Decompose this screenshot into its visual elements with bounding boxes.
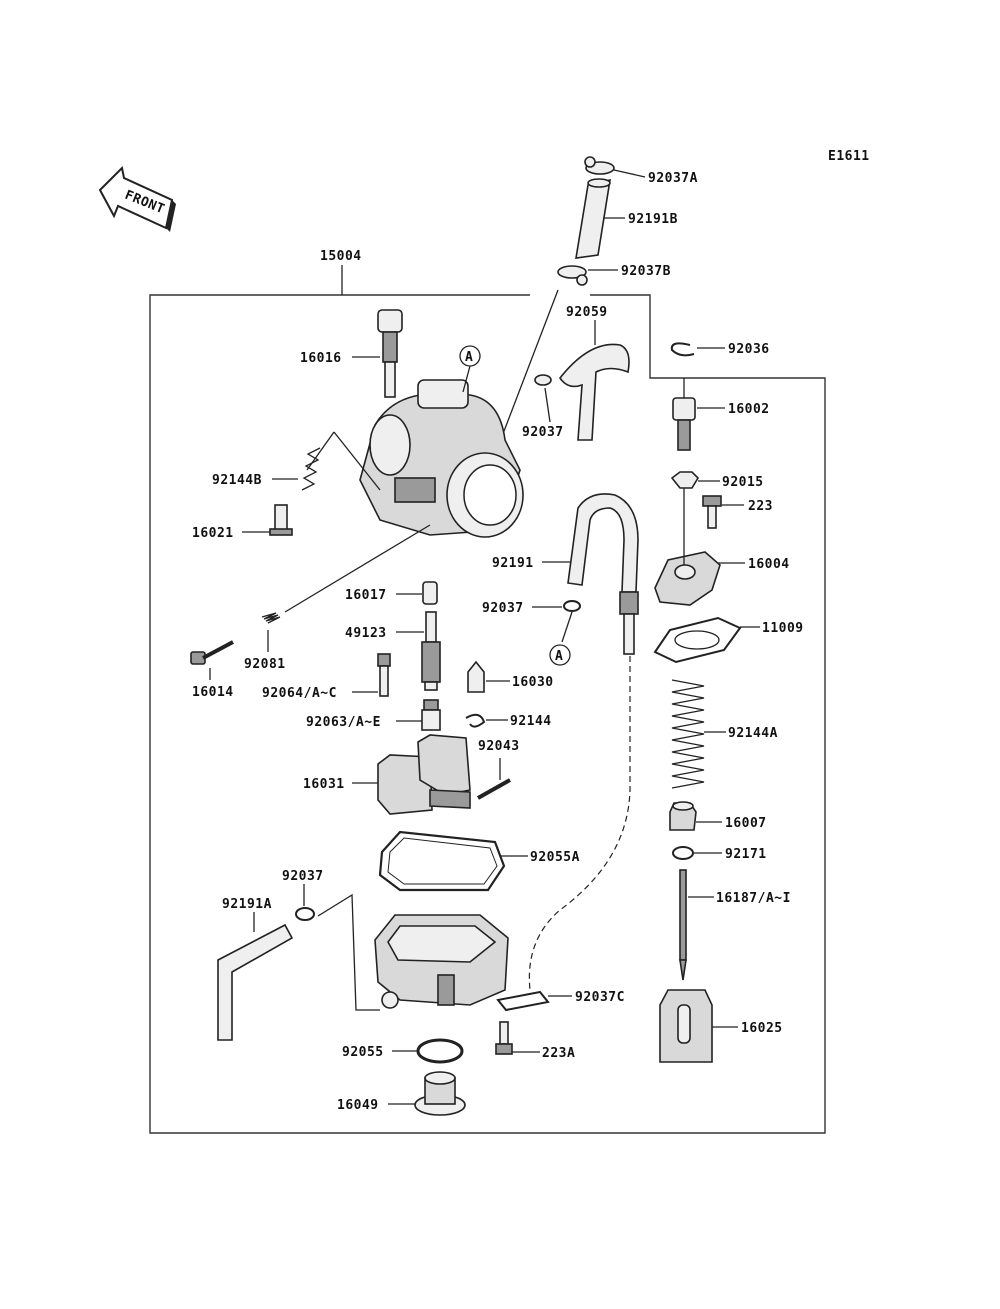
label-92055: 92055 <box>342 1045 384 1060</box>
needle-16187 <box>679 869 687 981</box>
clip-92037-low <box>295 907 315 921</box>
clip-92036 <box>670 342 695 357</box>
label-16025: 16025 <box>741 1021 783 1036</box>
nut-92015 <box>670 471 700 489</box>
label-223: 223 <box>748 499 773 514</box>
atomizer-49123 <box>421 611 441 691</box>
label-92081: 92081 <box>244 657 286 672</box>
label-92037-top: 92037 <box>522 425 564 440</box>
clip-92037A <box>584 156 615 175</box>
tube-92191B <box>575 178 611 259</box>
label-92171: 92171 <box>725 847 767 862</box>
label-16014: 16014 <box>192 685 234 700</box>
callout-a-bottom: A <box>549 644 571 666</box>
leader-spring <box>333 431 381 491</box>
assembly-frame <box>149 265 826 1134</box>
front-arrow-icon: FRONT <box>98 165 176 232</box>
plug-16049 <box>414 1071 466 1116</box>
assembly-number: 15004 <box>320 249 362 264</box>
label-49123: 49123 <box>345 626 387 641</box>
label-92191A: 92191A <box>222 897 272 912</box>
label-92037-low: 92037 <box>282 869 324 884</box>
label-92037A: 92037A <box>648 171 698 186</box>
label-92064: 92064/A~C <box>262 686 337 701</box>
label-16030: 16030 <box>512 675 554 690</box>
callout-a-top: A <box>459 345 481 393</box>
label-92144: 92144 <box>510 714 552 729</box>
clip-92037B <box>557 265 588 286</box>
spring-92081 <box>261 612 281 624</box>
screw-16021 <box>269 504 293 536</box>
label-92063: 92063/A~E <box>306 715 381 730</box>
label-16017: 16017 <box>345 588 387 603</box>
cover-16004 <box>654 551 721 606</box>
main-jet-92063 <box>421 699 441 731</box>
label-92191B: 92191B <box>628 212 678 227</box>
label-16021: 16021 <box>192 526 234 541</box>
throttle-valve-16025 <box>659 989 713 1063</box>
valve-16030 <box>467 660 485 693</box>
label-11009: 11009 <box>762 621 804 636</box>
tube-92059 <box>559 343 630 441</box>
label-92037C: 92037C <box>575 990 625 1005</box>
label-223A: 223A <box>542 1046 575 1061</box>
label-16016: 16016 <box>300 351 342 366</box>
clip-92171 <box>672 846 694 860</box>
clip-92144 <box>465 713 486 728</box>
gasket-11009 <box>653 616 742 664</box>
diagram-code: E1611 <box>828 149 870 164</box>
spring-92144B <box>301 447 321 491</box>
tube-92191 <box>567 493 639 655</box>
label-92191: 92191 <box>492 556 534 571</box>
pilot-jet-92064 <box>377 653 391 697</box>
label-92043: 92043 <box>478 739 520 754</box>
spring-92144A <box>671 679 705 789</box>
clip-92037-mid <box>563 600 581 612</box>
pin-92043 <box>477 778 511 800</box>
gasket-92055A <box>378 830 506 892</box>
adjuster-16002 <box>672 397 696 451</box>
label-92059: 92059 <box>566 305 608 320</box>
tube-92191A <box>217 923 294 1041</box>
label-92144B: 92144B <box>212 473 262 488</box>
plate-92037C <box>496 990 550 1012</box>
callout-a-bottom-text: A <box>555 649 563 664</box>
label-92015: 92015 <box>722 475 764 490</box>
float-16031 <box>377 734 471 815</box>
clip-92037-top <box>534 374 552 386</box>
label-16049: 16049 <box>337 1098 379 1113</box>
o-ring-92055 <box>416 1038 464 1064</box>
label-92055A: 92055A <box>530 850 580 865</box>
float-bowl <box>374 914 509 1009</box>
label-16004: 16004 <box>748 557 790 572</box>
leader-92081 <box>284 524 431 613</box>
label-92144A: 92144A <box>728 726 778 741</box>
carburetor-body <box>359 379 524 538</box>
label-92036: 92036 <box>728 342 770 357</box>
label-16007: 16007 <box>725 816 767 831</box>
screw-16014 <box>190 640 234 665</box>
label-16031: 16031 <box>303 777 345 792</box>
overflow-route-line <box>528 656 631 991</box>
label-92037-mid: 92037 <box>482 601 524 616</box>
label-16002: 16002 <box>728 402 770 417</box>
screw-223A <box>495 1021 513 1055</box>
screw-223 <box>702 495 722 529</box>
needle-jet-16017 <box>422 581 438 605</box>
screw-16016 <box>377 309 403 398</box>
label-92037B: 92037B <box>621 264 671 279</box>
label-16187: 16187/A~I <box>716 891 791 906</box>
leader-spring-b <box>306 431 335 471</box>
callout-a-text: A <box>465 350 473 365</box>
retainer-16007 <box>669 801 697 831</box>
